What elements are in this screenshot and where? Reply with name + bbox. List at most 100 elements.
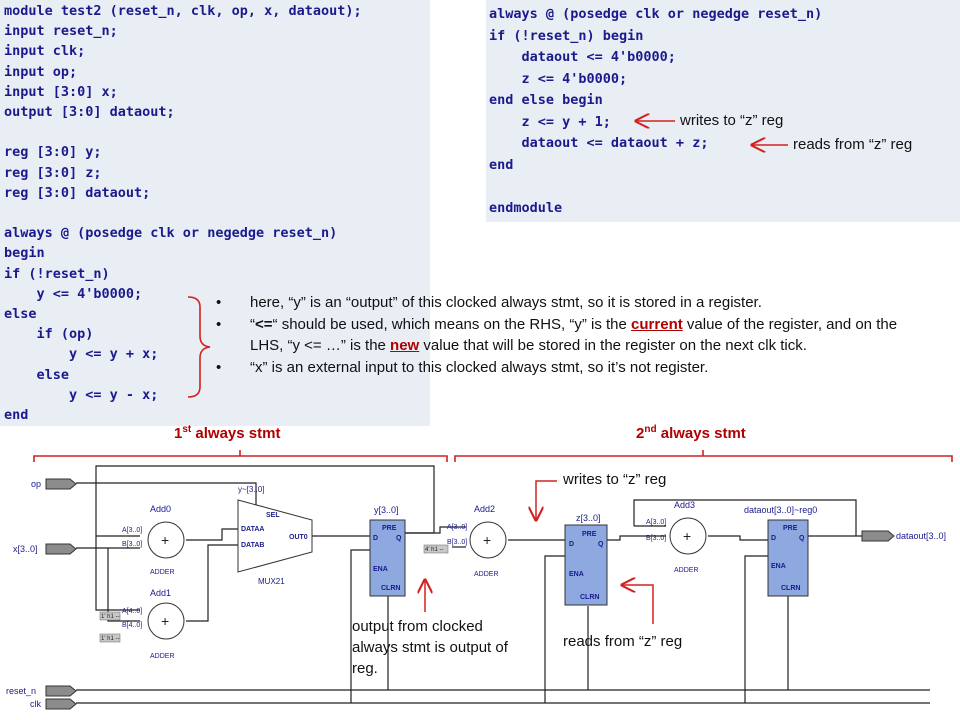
code-line: reg [3:0] y;	[4, 144, 102, 161]
code-left-block: module test2 (reset_n, clk, op, x, datao…	[0, 0, 430, 426]
svg-text:CLRN: CLRN	[781, 585, 800, 592]
code-line: y <= 4'b0000;	[4, 285, 143, 302]
svg-text:y[3..0]: y[3..0]	[374, 505, 399, 515]
svg-text:ENA: ENA	[771, 563, 786, 570]
wire-x	[76, 547, 140, 622]
bullet-item: •“x” is an external input to this clocke…	[216, 359, 709, 376]
code-line: dataout <= 4'b0000;	[489, 49, 676, 65]
bullet-list: •here, “y” is an “output” of this clocke…	[216, 292, 916, 379]
svg-text:1' h1 --: 1' h1 --	[101, 614, 120, 620]
code-line: if (!reset_n)	[4, 265, 110, 282]
annotation-writes-z-top: writes to “z” reg	[680, 112, 784, 129]
annotation-reads-z-top: reads from “z” reg	[793, 136, 913, 153]
code-line: reg [3:0] z;	[4, 164, 102, 181]
svg-text:reset_n: reset_n	[6, 686, 36, 696]
arrow-reads-z-bottom	[622, 585, 654, 624]
svg-text:B[3..0]: B[3..0]	[447, 539, 467, 546]
register-z: z[3..0] PRE D Q ENA CLRN	[564, 513, 608, 606]
svg-text:+: +	[683, 528, 691, 544]
arrow-writes-z-bottom	[536, 480, 557, 520]
code-line: y <= y + x;	[4, 346, 159, 363]
svg-text:ADDER: ADDER	[474, 571, 499, 578]
code-line: end	[4, 407, 29, 423]
bracket-second	[454, 450, 953, 462]
svg-text:dataout[3..0]: dataout[3..0]	[896, 531, 946, 541]
code-line: z <= 4'b0000;	[489, 70, 628, 87]
register-y: y[3..0] PRE D Q ENA CLRN	[369, 505, 406, 597]
port-clk: clk	[30, 698, 77, 710]
adder-add2: Add2 + A[3..0] B[3..0] ADDER 4' h1 --	[423, 504, 507, 578]
svg-text:D: D	[373, 535, 378, 542]
bullet-text-2-mid2: value of the register, and on the LHS, “…	[250, 316, 898, 354]
code-line: if (!reset_n) begin	[489, 27, 644, 44]
svg-text:Add3: Add3	[674, 500, 695, 510]
svg-text:CLRN: CLRN	[580, 594, 599, 601]
svg-text:B[3..0]: B[3..0]	[122, 541, 142, 548]
svg-text:ADDER: ADDER	[150, 569, 175, 576]
bullet-text-2-op: <=	[255, 316, 273, 333]
wire-op	[76, 482, 257, 505]
svg-text:y~[3..0]: y~[3..0]	[238, 485, 264, 494]
bullet-text-2-new: new	[390, 337, 420, 354]
svg-text:B[4..0]: B[4..0]	[122, 622, 142, 629]
bullet-text-2-pre: “	[250, 316, 255, 333]
svg-text:x[3..0]: x[3..0]	[13, 544, 38, 554]
svg-text:+: +	[161, 532, 169, 548]
svg-text:SEL: SEL	[266, 512, 280, 519]
svg-text:z[3..0]: z[3..0]	[576, 513, 601, 523]
svg-text:PRE: PRE	[783, 525, 798, 532]
bullet-bracket	[187, 296, 211, 398]
svg-text:A[3..0]: A[3..0]	[646, 519, 666, 526]
svg-text:PRE: PRE	[582, 531, 597, 538]
svg-text:4' h1 --: 4' h1 --	[425, 547, 444, 553]
bullet-item: •here, “y” is an “output” of this clocke…	[216, 294, 762, 311]
header-first-always: 1st always stmt	[174, 424, 281, 442]
code-line: y <= y - x;	[4, 386, 159, 403]
annotation-output-reg: output from clocked always stmt is outpu…	[352, 616, 532, 679]
code-line: always @ (posedge clk or negedge reset_n…	[4, 225, 338, 242]
code-line: input [3:0] x;	[4, 83, 118, 100]
annotation-output-reg-text: output from clocked always stmt is outpu…	[352, 618, 508, 677]
adder-add0: Add0 + A[3..0] B[3..0] ADDER	[122, 504, 185, 576]
bullet-text-2-current: current	[631, 316, 683, 333]
code-line: z <= y + 1;	[489, 113, 611, 130]
svg-text:D: D	[569, 541, 574, 548]
adder-add1: Add1 + A[4..0] B[4..0] ADDER 1' h1 -- 1'…	[99, 588, 185, 660]
port-op: op	[31, 478, 77, 490]
code-line: end else begin	[489, 92, 603, 108]
svg-text:B[3..0]: B[3..0]	[646, 535, 666, 542]
svg-text:1' h1 --: 1' h1 --	[101, 636, 120, 642]
svg-text:Q: Q	[396, 535, 402, 542]
code-line: begin	[4, 245, 45, 262]
port-reset-n: reset_n	[6, 685, 77, 697]
svg-text:ENA: ENA	[373, 566, 388, 573]
svg-text:A[3..0]: A[3..0]	[122, 527, 142, 534]
bullet-text-3: “x” is an external input to this clocked…	[250, 359, 709, 376]
code-right-block: always @ (posedge clk or negedge reset_n…	[486, 0, 960, 222]
register-dataout: dataout[3..0]~reg0 PRE D Q ENA CLRN	[744, 505, 817, 597]
mux21: y~[3..0] SEL DATAA DATAB OUT0 MUX21	[237, 485, 313, 586]
svg-text:dataout[3..0]~reg0: dataout[3..0]~reg0	[744, 505, 817, 515]
code-line: input clk;	[4, 43, 86, 60]
code-line: else	[4, 306, 37, 322]
code-line: if (op)	[4, 326, 94, 343]
svg-text:Add1: Add1	[150, 588, 171, 598]
bracket-first	[33, 450, 448, 462]
svg-text:+: +	[161, 613, 169, 629]
svg-text:D: D	[771, 535, 776, 542]
code-line: end	[489, 156, 514, 173]
svg-text:ADDER: ADDER	[674, 567, 699, 574]
svg-text:Add2: Add2	[474, 504, 495, 514]
code-line: output [3:0] dataout;	[4, 104, 175, 120]
code-line: reg [3:0] dataout;	[4, 184, 151, 201]
svg-text:clk: clk	[30, 699, 41, 709]
annotation-reads-z-bottom: reads from “z” reg	[563, 633, 683, 650]
svg-text:op: op	[31, 479, 41, 489]
code-line: always @ (posedge clk or negedge reset_n…	[489, 6, 823, 22]
code-line: else	[4, 366, 70, 383]
port-dataout: dataout[3..0]	[861, 530, 946, 542]
bullet-text-2-mid1: “ should be used, which means on the RHS…	[272, 316, 632, 333]
port-x: x[3..0]	[13, 543, 77, 555]
